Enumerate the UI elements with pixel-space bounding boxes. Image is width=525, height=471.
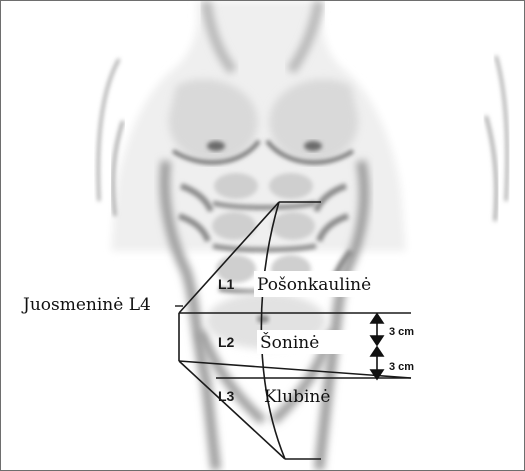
zone-l3-name: Klubinė — [264, 387, 330, 407]
dimension-arrows — [371, 314, 383, 379]
measurement-upper: 3 cm — [389, 326, 414, 338]
zone-l2-name: Šoninė — [260, 332, 319, 353]
arrow-lower-head-top — [371, 347, 383, 356]
zone-l2-code: L2 — [218, 334, 235, 350]
measurement-lower: 3 cm — [389, 361, 414, 373]
side-label: Juosmeninė L4 — [21, 295, 151, 315]
arrow-upper-head-top — [371, 314, 383, 323]
zone-l1-code: L1 — [218, 276, 235, 292]
zone-l1-name: Pošonkaulinė — [257, 275, 371, 295]
arrow-upper-head-bottom — [371, 336, 383, 345]
zone-l3-code: L3 — [218, 388, 235, 404]
